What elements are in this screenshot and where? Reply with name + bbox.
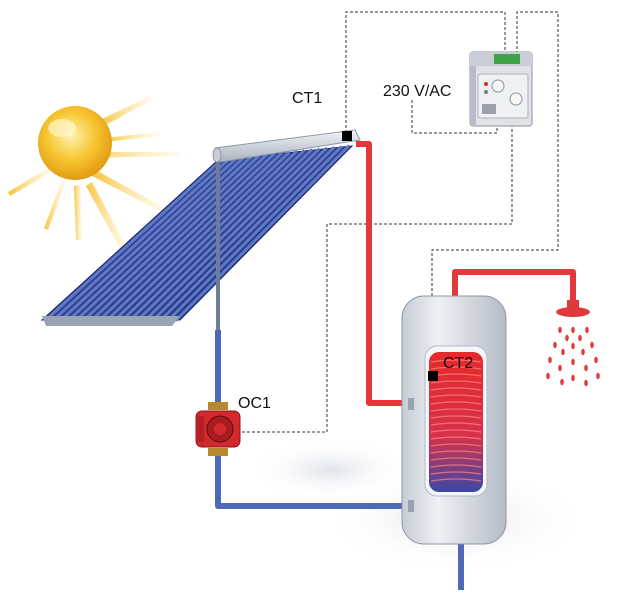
water-drop bbox=[596, 373, 600, 379]
water-drop bbox=[560, 379, 564, 385]
water-drop bbox=[565, 335, 569, 341]
water-drop bbox=[578, 335, 582, 341]
label-ct2: CT2 bbox=[443, 355, 473, 372]
water-drop bbox=[571, 327, 575, 333]
sensor-ct1 bbox=[342, 131, 352, 141]
water-drop bbox=[558, 365, 562, 371]
circulation-pump-icon bbox=[196, 402, 240, 456]
water-drop bbox=[584, 380, 588, 386]
water-drop bbox=[553, 342, 557, 348]
water-drop bbox=[585, 327, 589, 333]
water-drop bbox=[584, 365, 588, 371]
water-drop bbox=[571, 343, 575, 349]
sensor-ct2 bbox=[428, 371, 438, 381]
water-drop bbox=[590, 342, 594, 348]
controller-terminal bbox=[494, 54, 520, 64]
water-drop bbox=[546, 373, 550, 379]
water-drop bbox=[561, 349, 565, 355]
label-oc1: OC1 bbox=[238, 395, 271, 412]
water-drop bbox=[581, 349, 585, 355]
water-drop bbox=[571, 375, 575, 381]
shower-head-icon bbox=[546, 300, 600, 386]
controller-icon bbox=[470, 52, 532, 126]
label-ct1: CT1 bbox=[292, 90, 322, 107]
hot-pipe bbox=[356, 144, 408, 403]
sun-disc bbox=[38, 106, 112, 180]
water-drop bbox=[594, 357, 598, 363]
label-power-supply: 230 V/AC bbox=[383, 83, 451, 100]
storage-tank-icon bbox=[402, 296, 506, 544]
water-drop bbox=[571, 359, 575, 365]
water-drop bbox=[548, 357, 552, 363]
water-drop bbox=[558, 327, 562, 333]
collector-bottom-rail bbox=[42, 316, 180, 326]
